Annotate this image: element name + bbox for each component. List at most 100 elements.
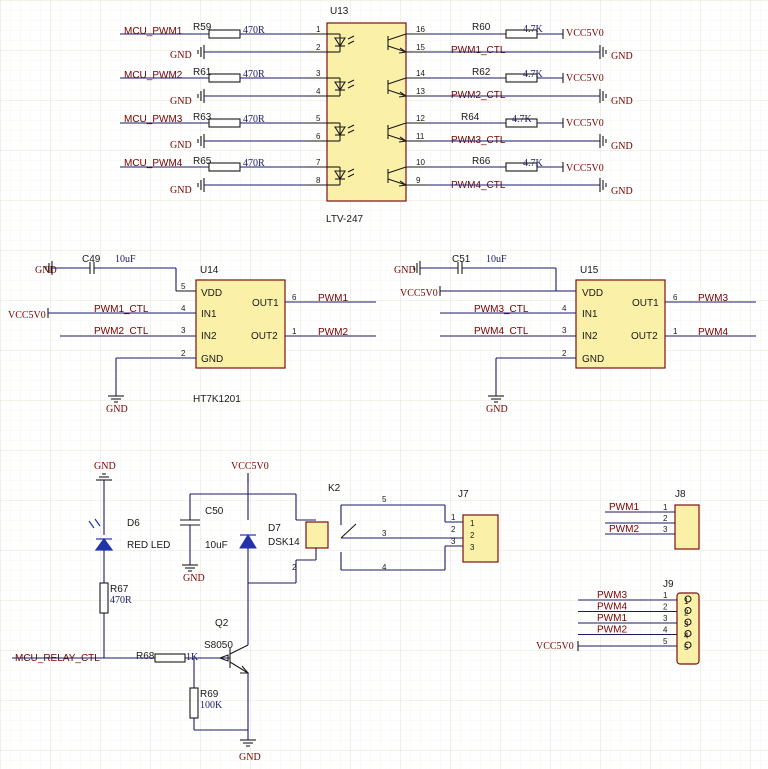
u13-left-pin-number: 2 (316, 43, 321, 52)
u14-pinnum-in2: 3 (181, 326, 186, 335)
u15-pin-out1: OUT1 (632, 298, 659, 309)
r59-ref: R59 (193, 22, 212, 33)
u13-left-pin-number: 5 (316, 114, 321, 123)
u14-pinnum-out1: 6 (292, 293, 297, 302)
gnd-label-c51: GND (394, 265, 416, 276)
j9-pin-circle (684, 606, 692, 615)
u13-transistor-collector (387, 166, 407, 174)
j9-ref: J9 (663, 579, 674, 590)
k2-pin-4: 4 (382, 563, 387, 572)
c49-ref: C49 (82, 254, 101, 265)
k2-pin-2: 2 (292, 563, 297, 572)
u13-ref: U13 (330, 6, 349, 17)
u13-transistor-collector (387, 77, 407, 85)
j9-net-label: PWM2 (597, 625, 627, 636)
k2-coil (305, 521, 329, 549)
c51-ref: C51 (452, 254, 471, 265)
u13-led-triangle (334, 37, 346, 48)
u14-driver: U14 HT7K1201 VDD IN1 IN2 GND OUT1 OUT2 5… (8, 254, 348, 415)
j8-ref: J8 (675, 489, 686, 500)
u14-pinnum-vdd: 5 (181, 282, 186, 291)
d6-led-arrows (88, 518, 101, 529)
u13-left-pin-number: 6 (316, 132, 321, 141)
u13-left-pin-number: 3 (316, 69, 321, 78)
d6-value: RED LED (127, 540, 170, 551)
j7-body[interactable] (462, 514, 499, 563)
u13-transistor-arrow (398, 91, 408, 98)
r65-ref: R65 (193, 156, 212, 167)
net-mcu-pwm1: MCU_PWM1 (124, 26, 183, 37)
u15-pinnum-out1: 6 (673, 293, 678, 302)
u13-led-triangle (334, 170, 346, 181)
gnd-label-u13-9: GND (611, 186, 633, 197)
net-pwm1-ctl: PWM1_CTL (451, 45, 506, 56)
u13-internal (327, 33, 408, 187)
net-u15-pwm4: PWM4 (698, 327, 728, 338)
u14-pin-out2: OUT2 (251, 331, 278, 342)
u13-right-pin-number: 11 (416, 132, 425, 141)
j8-pin-number: 1 (663, 503, 668, 512)
u15-pin-in2: IN2 (582, 331, 598, 342)
u13-right-pin-number: 14 (416, 69, 425, 78)
u13-transistor-collector (387, 33, 407, 41)
u13-transistor-emitter (387, 89, 407, 97)
k2-armature (340, 523, 357, 539)
j7-pin-number-outside: 2 (451, 525, 456, 534)
u15-pin-vdd: VDD (582, 288, 603, 299)
r64-ref: R64 (461, 112, 480, 123)
j9-body[interactable] (676, 592, 700, 665)
j7-pin-number: 1 (470, 519, 475, 528)
u15-body[interactable] (575, 279, 666, 369)
u14-pinnum-out2: 1 (292, 327, 297, 336)
net-mcu-pwm4: MCU_PWM4 (124, 158, 183, 169)
u14-pinnum-gnd: 2 (181, 349, 186, 358)
net-u14-pwm1: PWM1 (318, 293, 348, 304)
vcc-label-r66: VCC5V0 (566, 163, 604, 174)
vcc-label-r62: VCC5V0 (566, 73, 604, 84)
u13-led-triangle (334, 81, 346, 92)
r61-ref: R61 (193, 67, 212, 78)
u13-transistor-arrow (398, 47, 408, 54)
gnd-label-u13-2: GND (170, 50, 192, 61)
u13-right-pin-number: 10 (416, 158, 425, 167)
c51-value: 10uF (486, 254, 507, 265)
j7-pin-number-outside: 1 (451, 513, 456, 522)
j9-pin-circle (684, 618, 692, 626)
j9-net-label: PWM4 (597, 602, 627, 613)
k2-pin-5: 5 (382, 495, 387, 504)
r66-ref: R66 (472, 156, 491, 167)
vcc-label-r60: VCC5V0 (566, 28, 604, 39)
gnd-label-c50: GND (183, 573, 205, 584)
u13-left-pin-number: 7 (316, 158, 321, 167)
j9-pin-number: 4 (663, 626, 668, 635)
d7-ref: D7 (268, 523, 281, 534)
r65-value: 470R (243, 158, 265, 169)
r67-value: 470R (110, 595, 132, 606)
u13-right-pin-number: 16 (416, 25, 425, 34)
u14-body[interactable] (195, 279, 286, 369)
j8-net-label: PWM1 (609, 502, 639, 513)
u14-part: HT7K1201 (193, 394, 241, 405)
c50-value: 10uF (205, 540, 228, 551)
u15-pin-gnd: GND (582, 354, 604, 365)
j7-ref: J7 (458, 489, 469, 500)
u15-driver: U15 VDD IN1 IN2 GND OUT1 OUT2 4 3 2 6 1 … (394, 254, 728, 415)
gnd-label-u13-11: GND (611, 141, 633, 152)
u13-led-arrows (347, 124, 355, 134)
u14-pinnum-in1: 4 (181, 304, 186, 313)
u13-body[interactable] (326, 22, 407, 202)
u15-pin-in1: IN1 (582, 309, 598, 320)
r60-ref: R60 (472, 22, 491, 33)
u13-transistor-emitter (387, 178, 407, 186)
net-u14-pwm2: PWM2 (318, 327, 348, 338)
net-u15-pwm4-ctl: PWM4_CTL (474, 326, 529, 337)
gnd-label-u13-6: GND (170, 140, 192, 151)
r63-ref: R63 (193, 112, 212, 123)
u13-led-arrows (347, 168, 355, 178)
j8-body[interactable] (674, 504, 700, 550)
